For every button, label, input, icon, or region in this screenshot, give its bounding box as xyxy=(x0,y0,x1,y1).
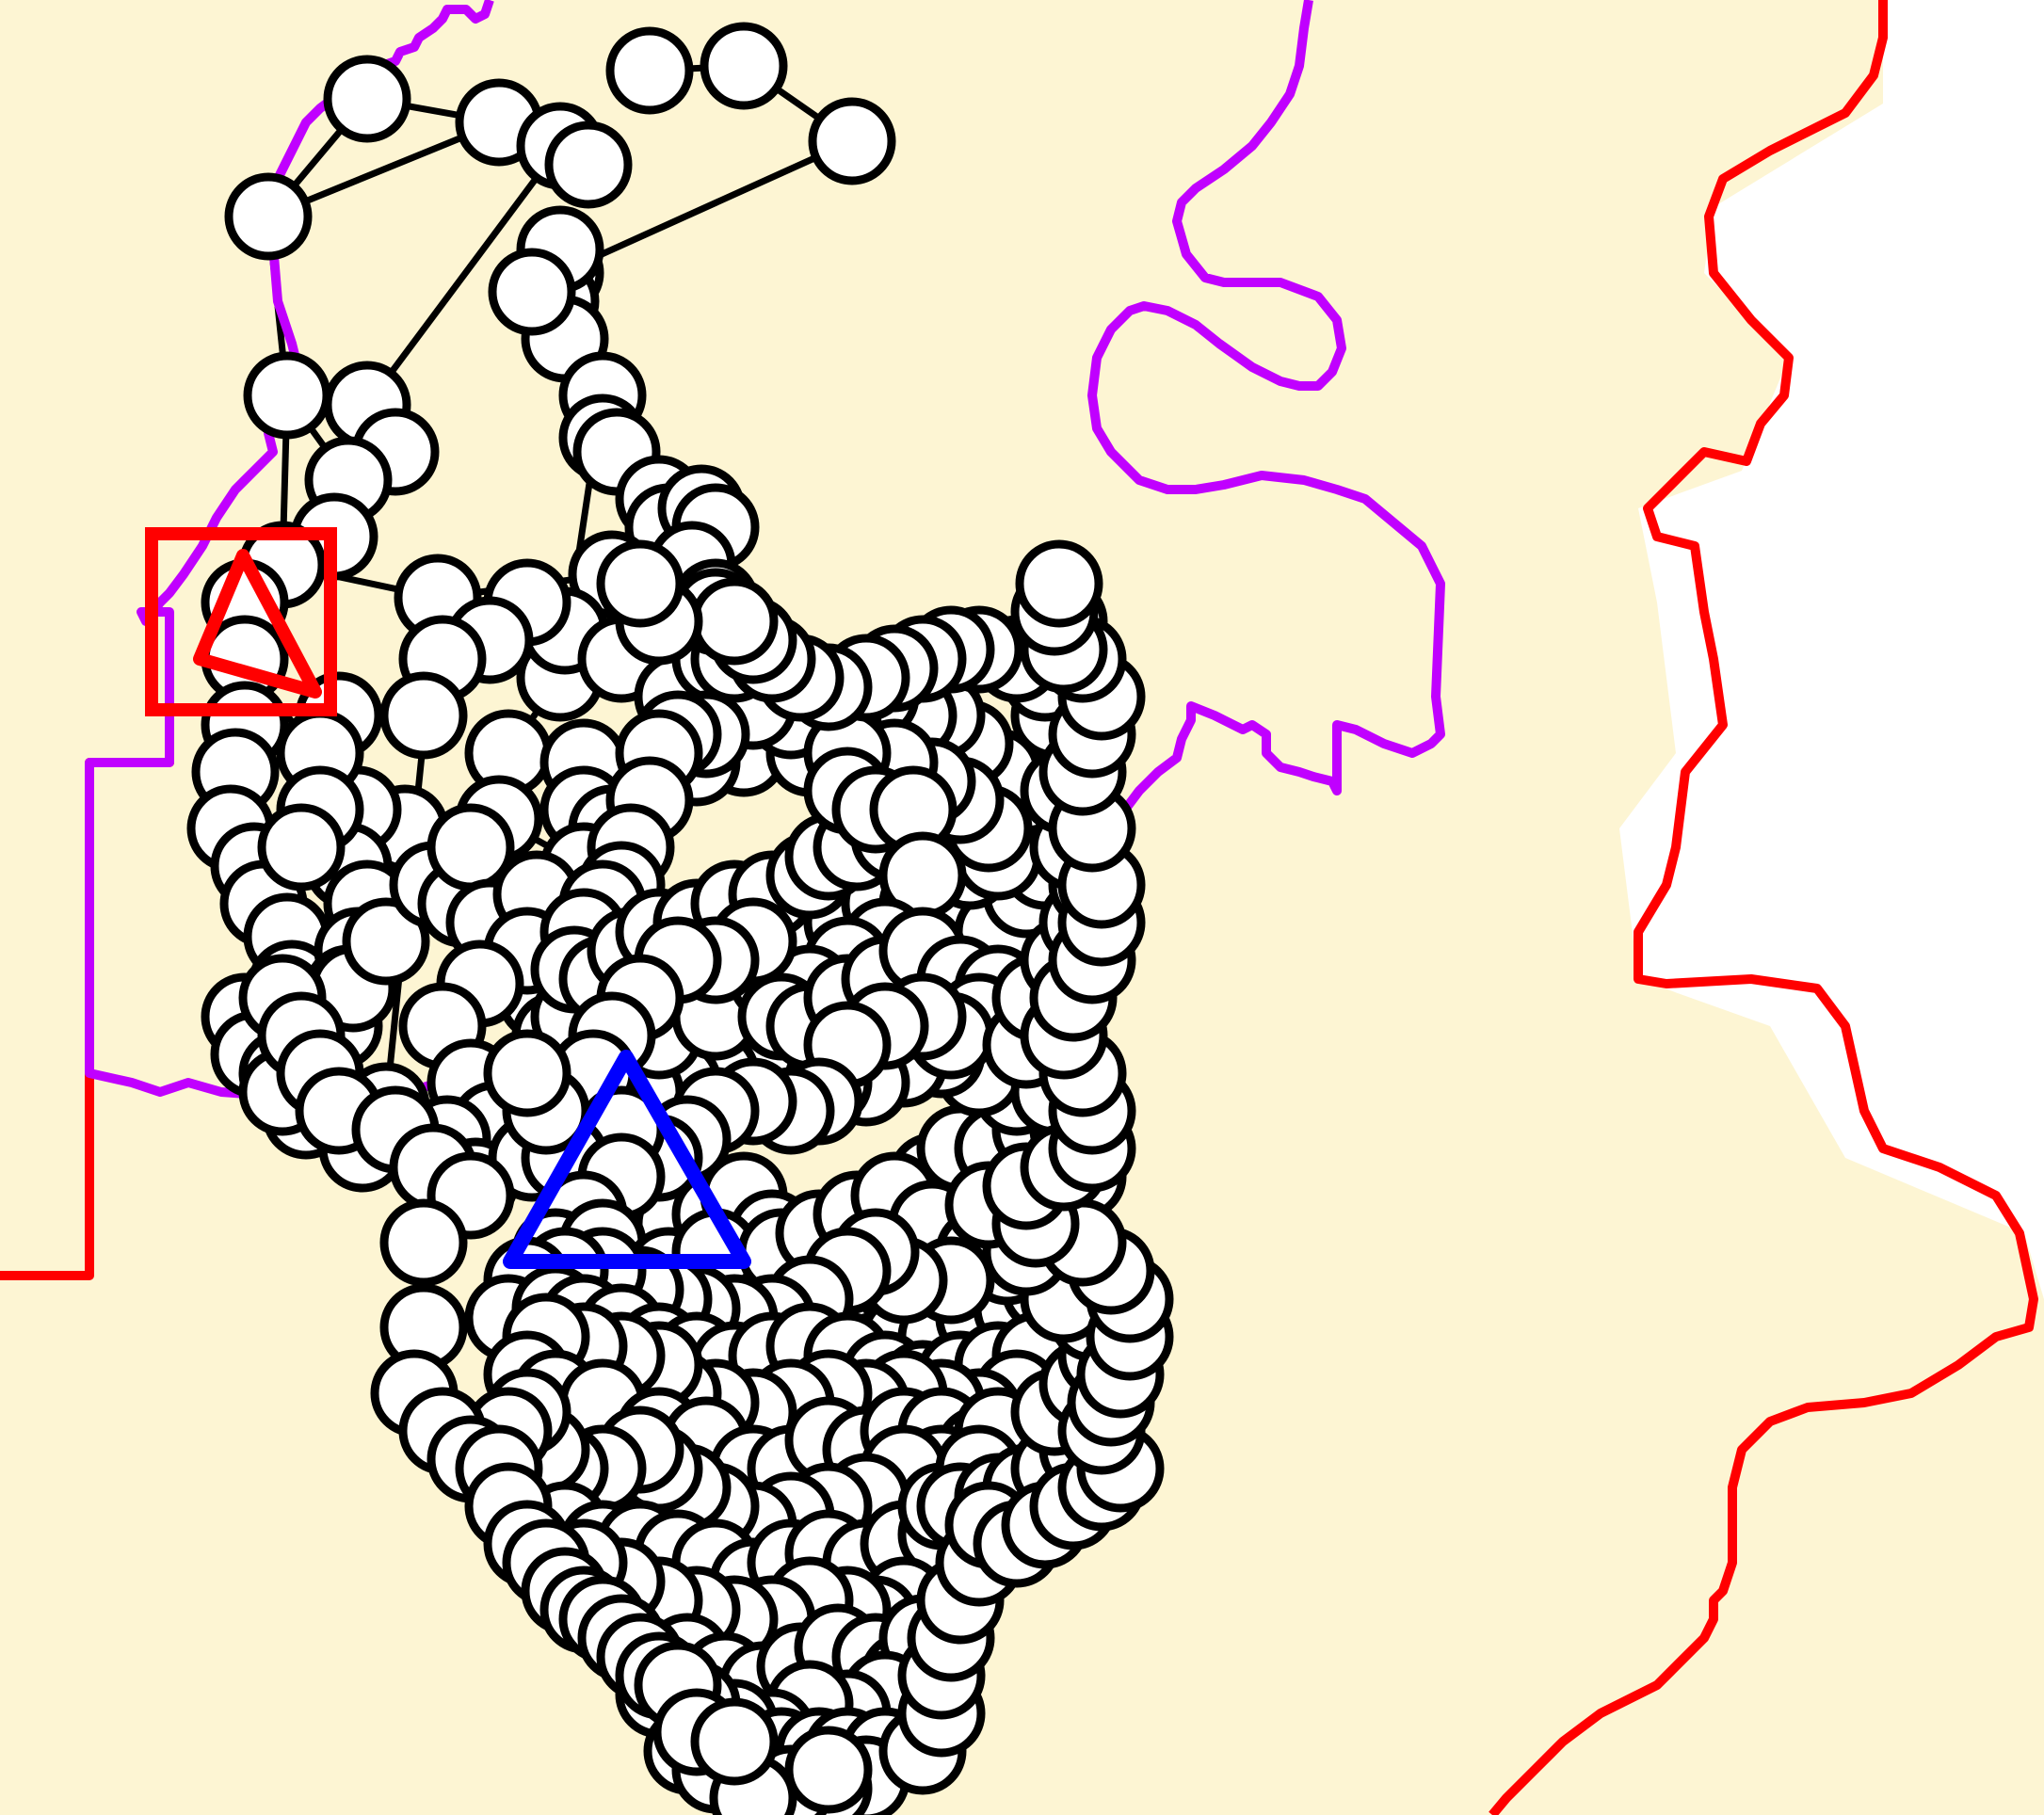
graph-node[interactable] xyxy=(243,351,331,440)
graph-edge xyxy=(364,143,563,408)
graph-node[interactable] xyxy=(808,97,896,185)
graph-node[interactable] xyxy=(784,1726,873,1814)
graph-node[interactable] xyxy=(488,248,576,336)
graph-node[interactable] xyxy=(605,26,694,115)
graph-node[interactable] xyxy=(342,897,430,986)
graph-edge xyxy=(558,137,854,277)
graph-node[interactable] xyxy=(379,1198,468,1287)
graph-node[interactable] xyxy=(379,671,468,760)
graph-node[interactable] xyxy=(690,1697,779,1786)
red-square-icon xyxy=(145,527,337,716)
graph-node[interactable] xyxy=(596,539,684,628)
start-marker[interactable] xyxy=(145,527,337,716)
graph-node[interactable] xyxy=(483,1029,571,1117)
graph-node[interactable] xyxy=(544,120,633,209)
graph-node[interactable] xyxy=(257,803,346,891)
graph-node[interactable] xyxy=(323,55,411,143)
goal-marker-blue-triangle-icon[interactable] xyxy=(503,1050,751,1269)
graph-node[interactable] xyxy=(700,22,788,110)
graph-node[interactable] xyxy=(1015,539,1103,628)
red-triangle-icon xyxy=(193,549,322,699)
graph-node[interactable] xyxy=(224,172,313,261)
graph-node[interactable] xyxy=(690,577,779,666)
